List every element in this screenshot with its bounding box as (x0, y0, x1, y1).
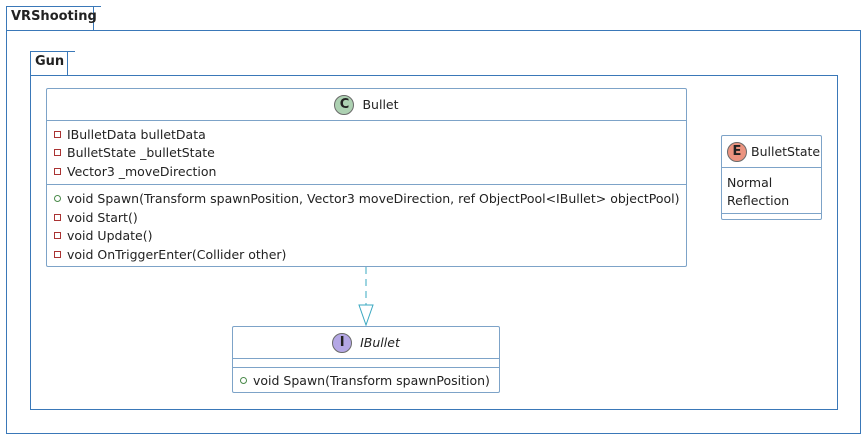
enum-value: Reflection (727, 192, 790, 208)
method-text: void Start() (67, 209, 138, 225)
interface-name: IBullet (360, 335, 400, 350)
field-row: BulletState _bulletState (47, 144, 686, 163)
interface-fields-compartment (233, 358, 499, 367)
interface-header: I IBullet (233, 327, 499, 358)
method-row: void OnTriggerEnter(Collider other) (47, 245, 686, 264)
package-name-gun: Gun (35, 54, 65, 69)
enum-header: E BulletState (722, 136, 821, 167)
private-visibility-icon (54, 232, 61, 240)
package-vrshooting (6, 30, 861, 434)
field-row: IBulletData bulletData (47, 125, 686, 144)
method-row: void Update() (47, 227, 686, 246)
field-text: Vector3 _moveDirection (67, 163, 217, 179)
package-gun (30, 75, 838, 410)
package-name-vrshooting: VRShooting (11, 9, 97, 24)
private-visibility-icon (54, 213, 61, 221)
method-row: void Spawn(Transform spawnPosition) (233, 371, 499, 390)
enum-values-compartment: Normal Reflection (722, 167, 821, 213)
enum-empty-compartment (722, 213, 821, 214)
private-visibility-icon (54, 250, 61, 258)
method-text: void Spawn(Transform spawnPosition) (253, 372, 490, 388)
enum-stereotype-icon: E (727, 141, 747, 162)
public-visibility-icon (54, 195, 61, 203)
enum-value: Normal (727, 174, 773, 190)
package-tab-vrshooting: VRShooting (6, 5, 101, 31)
method-text: void Spawn(Transform spawnPosition, Vect… (67, 191, 680, 207)
method-text: void Update() (67, 228, 153, 244)
public-visibility-icon (240, 376, 247, 384)
realization-arrowhead (358, 304, 374, 327)
private-visibility-icon (54, 167, 61, 175)
method-text: void OnTriggerEnter(Collider other) (67, 246, 287, 262)
field-text: BulletState _bulletState (67, 145, 215, 161)
class-name: Bullet (362, 97, 399, 112)
private-visibility-icon (54, 130, 61, 138)
class-stereotype-icon: C (334, 94, 355, 115)
interface-methods-compartment: void Spawn(Transform spawnPosition) (233, 367, 499, 390)
fields-compartment: IBulletData bulletData BulletState _bull… (47, 120, 686, 184)
method-row: void Spawn(Transform spawnPosition, Vect… (47, 190, 686, 209)
methods-compartment: void Spawn(Transform spawnPosition, Vect… (47, 183, 686, 264)
class-bullet[interactable]: C Bullet IBulletData bulletData BulletSt… (46, 88, 687, 267)
method-row: void Start() (47, 208, 686, 227)
private-visibility-icon (54, 149, 61, 157)
field-text: IBulletData bulletData (67, 126, 206, 142)
enum-name: BulletState (751, 144, 821, 159)
interface-ibullet[interactable]: I IBullet void Spawn(Transform spawnPosi… (232, 326, 500, 393)
enum-bulletstate[interactable]: E BulletState Normal Reflection (721, 135, 822, 220)
class-header: C Bullet (47, 89, 686, 120)
package-tab-gun: Gun (30, 50, 75, 76)
interface-stereotype-icon: I (332, 332, 353, 353)
field-row: Vector3 _moveDirection (47, 162, 686, 181)
